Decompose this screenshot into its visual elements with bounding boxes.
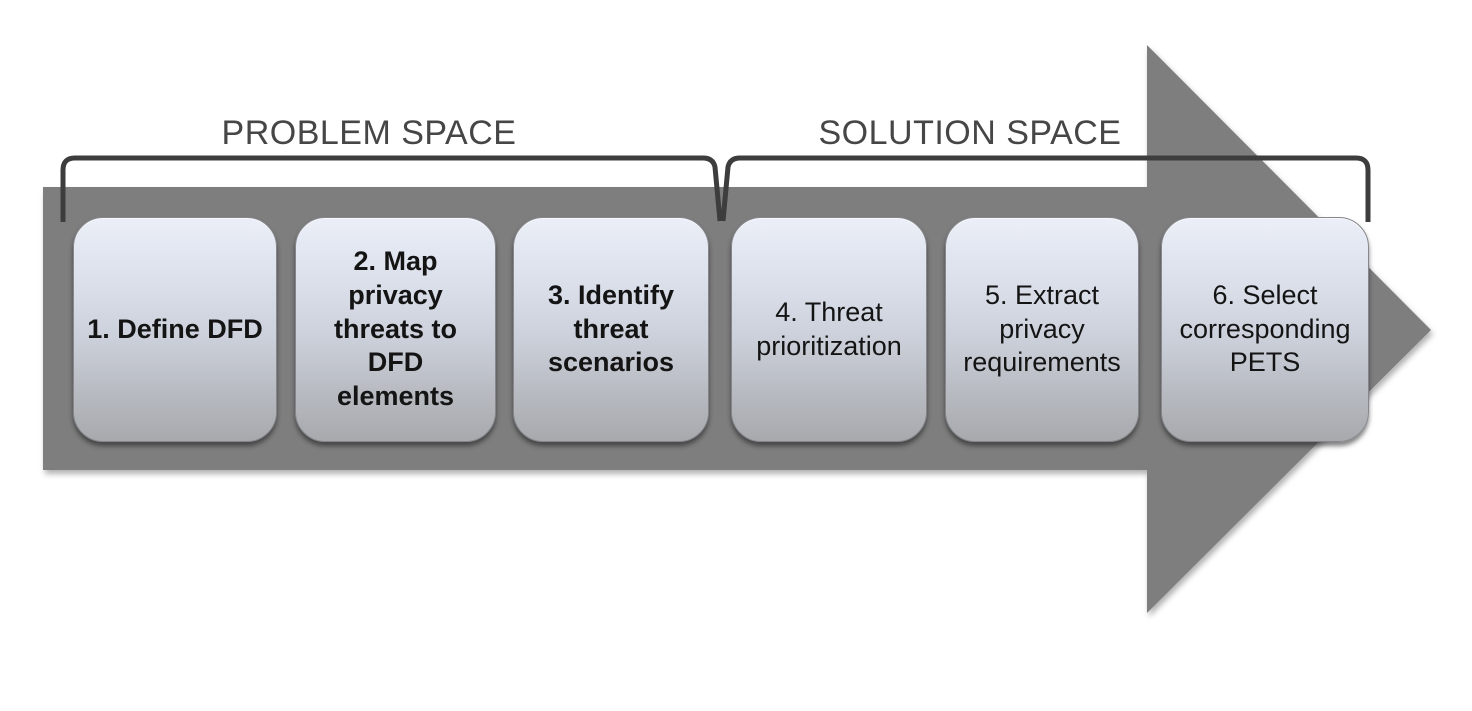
- step-label: 5. Extract privacy requirements: [963, 279, 1121, 378]
- step-label: 1. Define DFD: [87, 313, 263, 344]
- step-box-5-extract-privacy-requirements: 5. Extract privacy requirements: [945, 217, 1139, 442]
- step-box-3-identify-threat-scenarios: 3. Identify threat scenarios: [513, 217, 709, 442]
- step-box-4-threat-prioritization: 4. Threat prioritization: [731, 217, 927, 442]
- step-box-1-define-dfd: 1. Define DFD: [73, 217, 277, 442]
- step-box-2-map-privacy-threats: 2. Map privacy threats to DFD elements: [295, 217, 496, 442]
- step-label: 4. Threat prioritization: [756, 296, 902, 361]
- problem-space-label: PROBLEM SPACE: [221, 114, 517, 152]
- problem-space-bracket: [60, 155, 723, 222]
- solution-space-label: SOLUTION SPACE: [818, 114, 1122, 152]
- step-label: 2. Map privacy threats to DFD elements: [333, 246, 458, 412]
- step-label: 6. Select corresponding PETS: [1179, 279, 1351, 378]
- step-box-6-select-corresponding-pets: 6. Select corresponding PETS: [1161, 217, 1369, 442]
- solution-space-bracket: [720, 155, 1371, 222]
- step-label: 3. Identify threat scenarios: [547, 279, 675, 378]
